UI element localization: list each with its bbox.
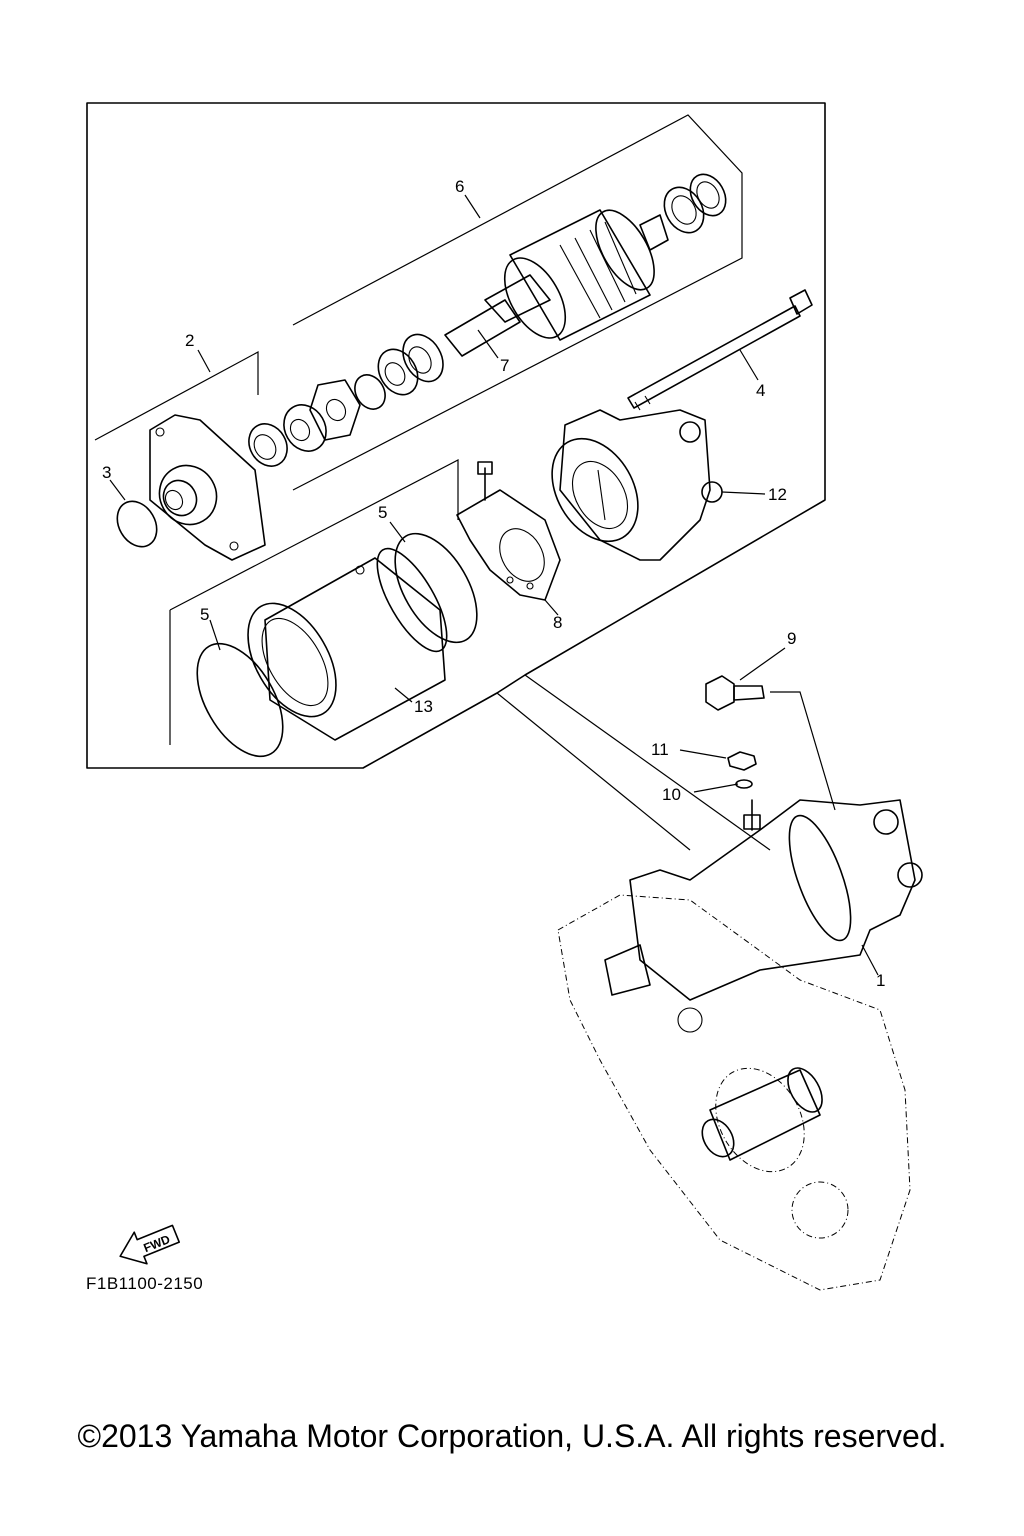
front-cover-part-2 [149,414,266,561]
housing-group-bracket [169,459,459,611]
washer-part-10 [735,779,753,789]
callout-2: 2 [185,331,194,350]
brush-plate-hole [325,398,347,422]
o-ring-part-5 [196,642,284,758]
brush-plate [309,379,361,441]
engine-case [557,894,911,1291]
washer-hole [384,362,406,386]
starter-motor-part-1 [604,799,923,1001]
callout-6: 6 [455,177,464,196]
o-ring-part-5 [394,532,478,644]
washer [377,348,419,396]
leader-p5a [389,521,406,543]
detail-leader-line [524,674,771,851]
leader-p6 [464,194,481,219]
leader-p3 [109,479,126,501]
callout-12: 12 [768,485,787,504]
leader-p1 [861,944,879,976]
leader-p10 [693,783,739,793]
engine-case-shaft-end [787,1067,823,1113]
leader-p5b [209,619,221,651]
callout-10: 10 [662,785,681,804]
thrust-washer-hole [696,181,720,209]
brush-holder-part-8 [456,461,561,601]
brush-group-bracket [94,350,259,441]
leader-p12 [721,491,766,495]
bearing [248,423,288,467]
figure-code: F1B1100-2150 [86,1274,204,1293]
washer [354,374,386,410]
callout-7: 7 [500,356,509,375]
rear-cover-part-12 [551,409,723,561]
through-bolt-part-4 [627,289,813,411]
callout-4: 4 [756,381,765,400]
washer [402,333,444,383]
detail-leader-line [496,692,691,851]
engine-case-boss [791,1181,849,1239]
thrust-washer-hole [671,195,697,225]
callout-5b: 5 [200,605,209,624]
o-ring-part-3 [116,500,158,548]
leader-p9-to-motor [770,691,836,811]
armature-group-bracket [292,114,743,491]
callout-13: 13 [414,697,433,716]
copyright-notice: ©2013 Yamaha Motor Corporation, U.S.A. A… [77,1418,947,1454]
fwd-arrow-icon: FWD [119,1224,180,1265]
exploded-view-frame [86,102,826,769]
leader-p2 [197,349,211,373]
leader-p11 [679,749,727,759]
engine-case-shaft [701,1118,735,1158]
armature-part-6 [444,209,669,357]
callout-11: 11 [651,740,669,759]
leader-p9 [739,647,786,681]
washer-hole [408,346,432,374]
callout-9: 9 [787,629,796,648]
callout-3: 3 [102,463,111,482]
leader-p4 [739,349,759,381]
leader-p13 [394,687,413,703]
yoke-part-13 [247,547,448,741]
nut-part-11 [727,751,757,771]
bolt-part-9 [705,675,765,711]
leader-p8 [544,599,559,616]
bearing-inner [253,434,277,460]
callout-5a: 5 [378,503,387,522]
leader-p7 [477,329,499,359]
callout-8: 8 [553,613,562,632]
thrust-washer [689,173,727,217]
washer [283,404,327,452]
engine-case-hole [677,1007,703,1033]
callout-1: 1 [876,971,885,990]
engine-case-shaft-body [709,1069,821,1161]
washer-hole [289,418,311,442]
